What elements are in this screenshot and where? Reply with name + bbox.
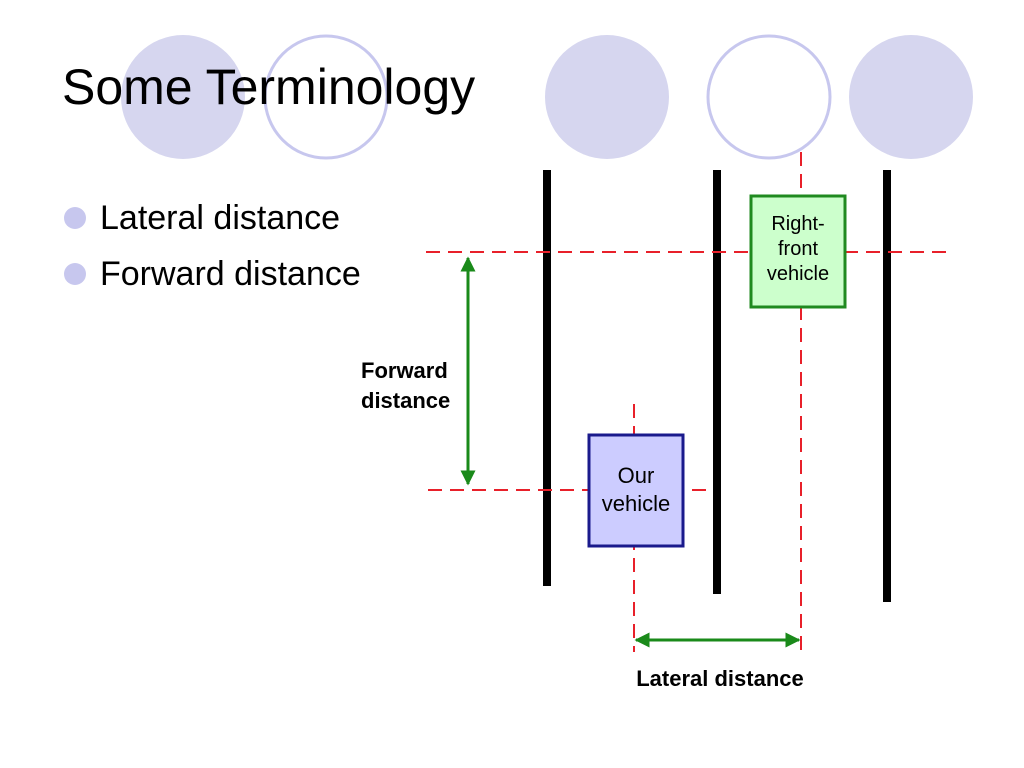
decoration-circle-5 xyxy=(849,35,973,159)
our-vehicle-label-line: vehicle xyxy=(601,490,671,516)
right-front-vehicle-label-line: front xyxy=(777,238,819,260)
bullet-icon xyxy=(64,207,86,229)
slide-title: Some Terminology xyxy=(62,59,476,115)
decoration-circle-1 xyxy=(121,35,245,159)
decoration-circle-4 xyxy=(706,34,832,160)
bullet-text: Lateral distance xyxy=(100,198,341,237)
forward-distance-label-line: distance xyxy=(361,388,451,414)
bullet-item-forward-distance: Forward distance xyxy=(64,246,361,302)
bullet-text: Forward distance xyxy=(100,254,361,293)
decoration-circle-3 xyxy=(545,35,669,159)
right-front-vehicle-box xyxy=(749,194,847,309)
forward-distance-label-line: Forward xyxy=(361,358,448,383)
bullet-icon xyxy=(64,263,86,285)
our-vehicle-label-line: Our xyxy=(617,463,655,488)
decoration-circle-2 xyxy=(263,34,389,160)
bullet-list: Lateral distance Forward distance xyxy=(64,190,361,302)
right-front-vehicle-label: Right- front vehicle xyxy=(751,212,845,287)
our-vehicle-label: Our vehicle xyxy=(589,462,683,517)
lateral-distance-label: Lateral distance xyxy=(636,666,804,691)
our-vehicle-box xyxy=(587,433,685,548)
right-front-vehicle-label-line: Right- xyxy=(771,213,825,235)
forward-distance-label: Forward distance xyxy=(361,356,471,417)
bullet-item-lateral-distance: Lateral distance xyxy=(64,190,361,246)
right-front-vehicle-label-line: vehicle xyxy=(766,263,830,285)
